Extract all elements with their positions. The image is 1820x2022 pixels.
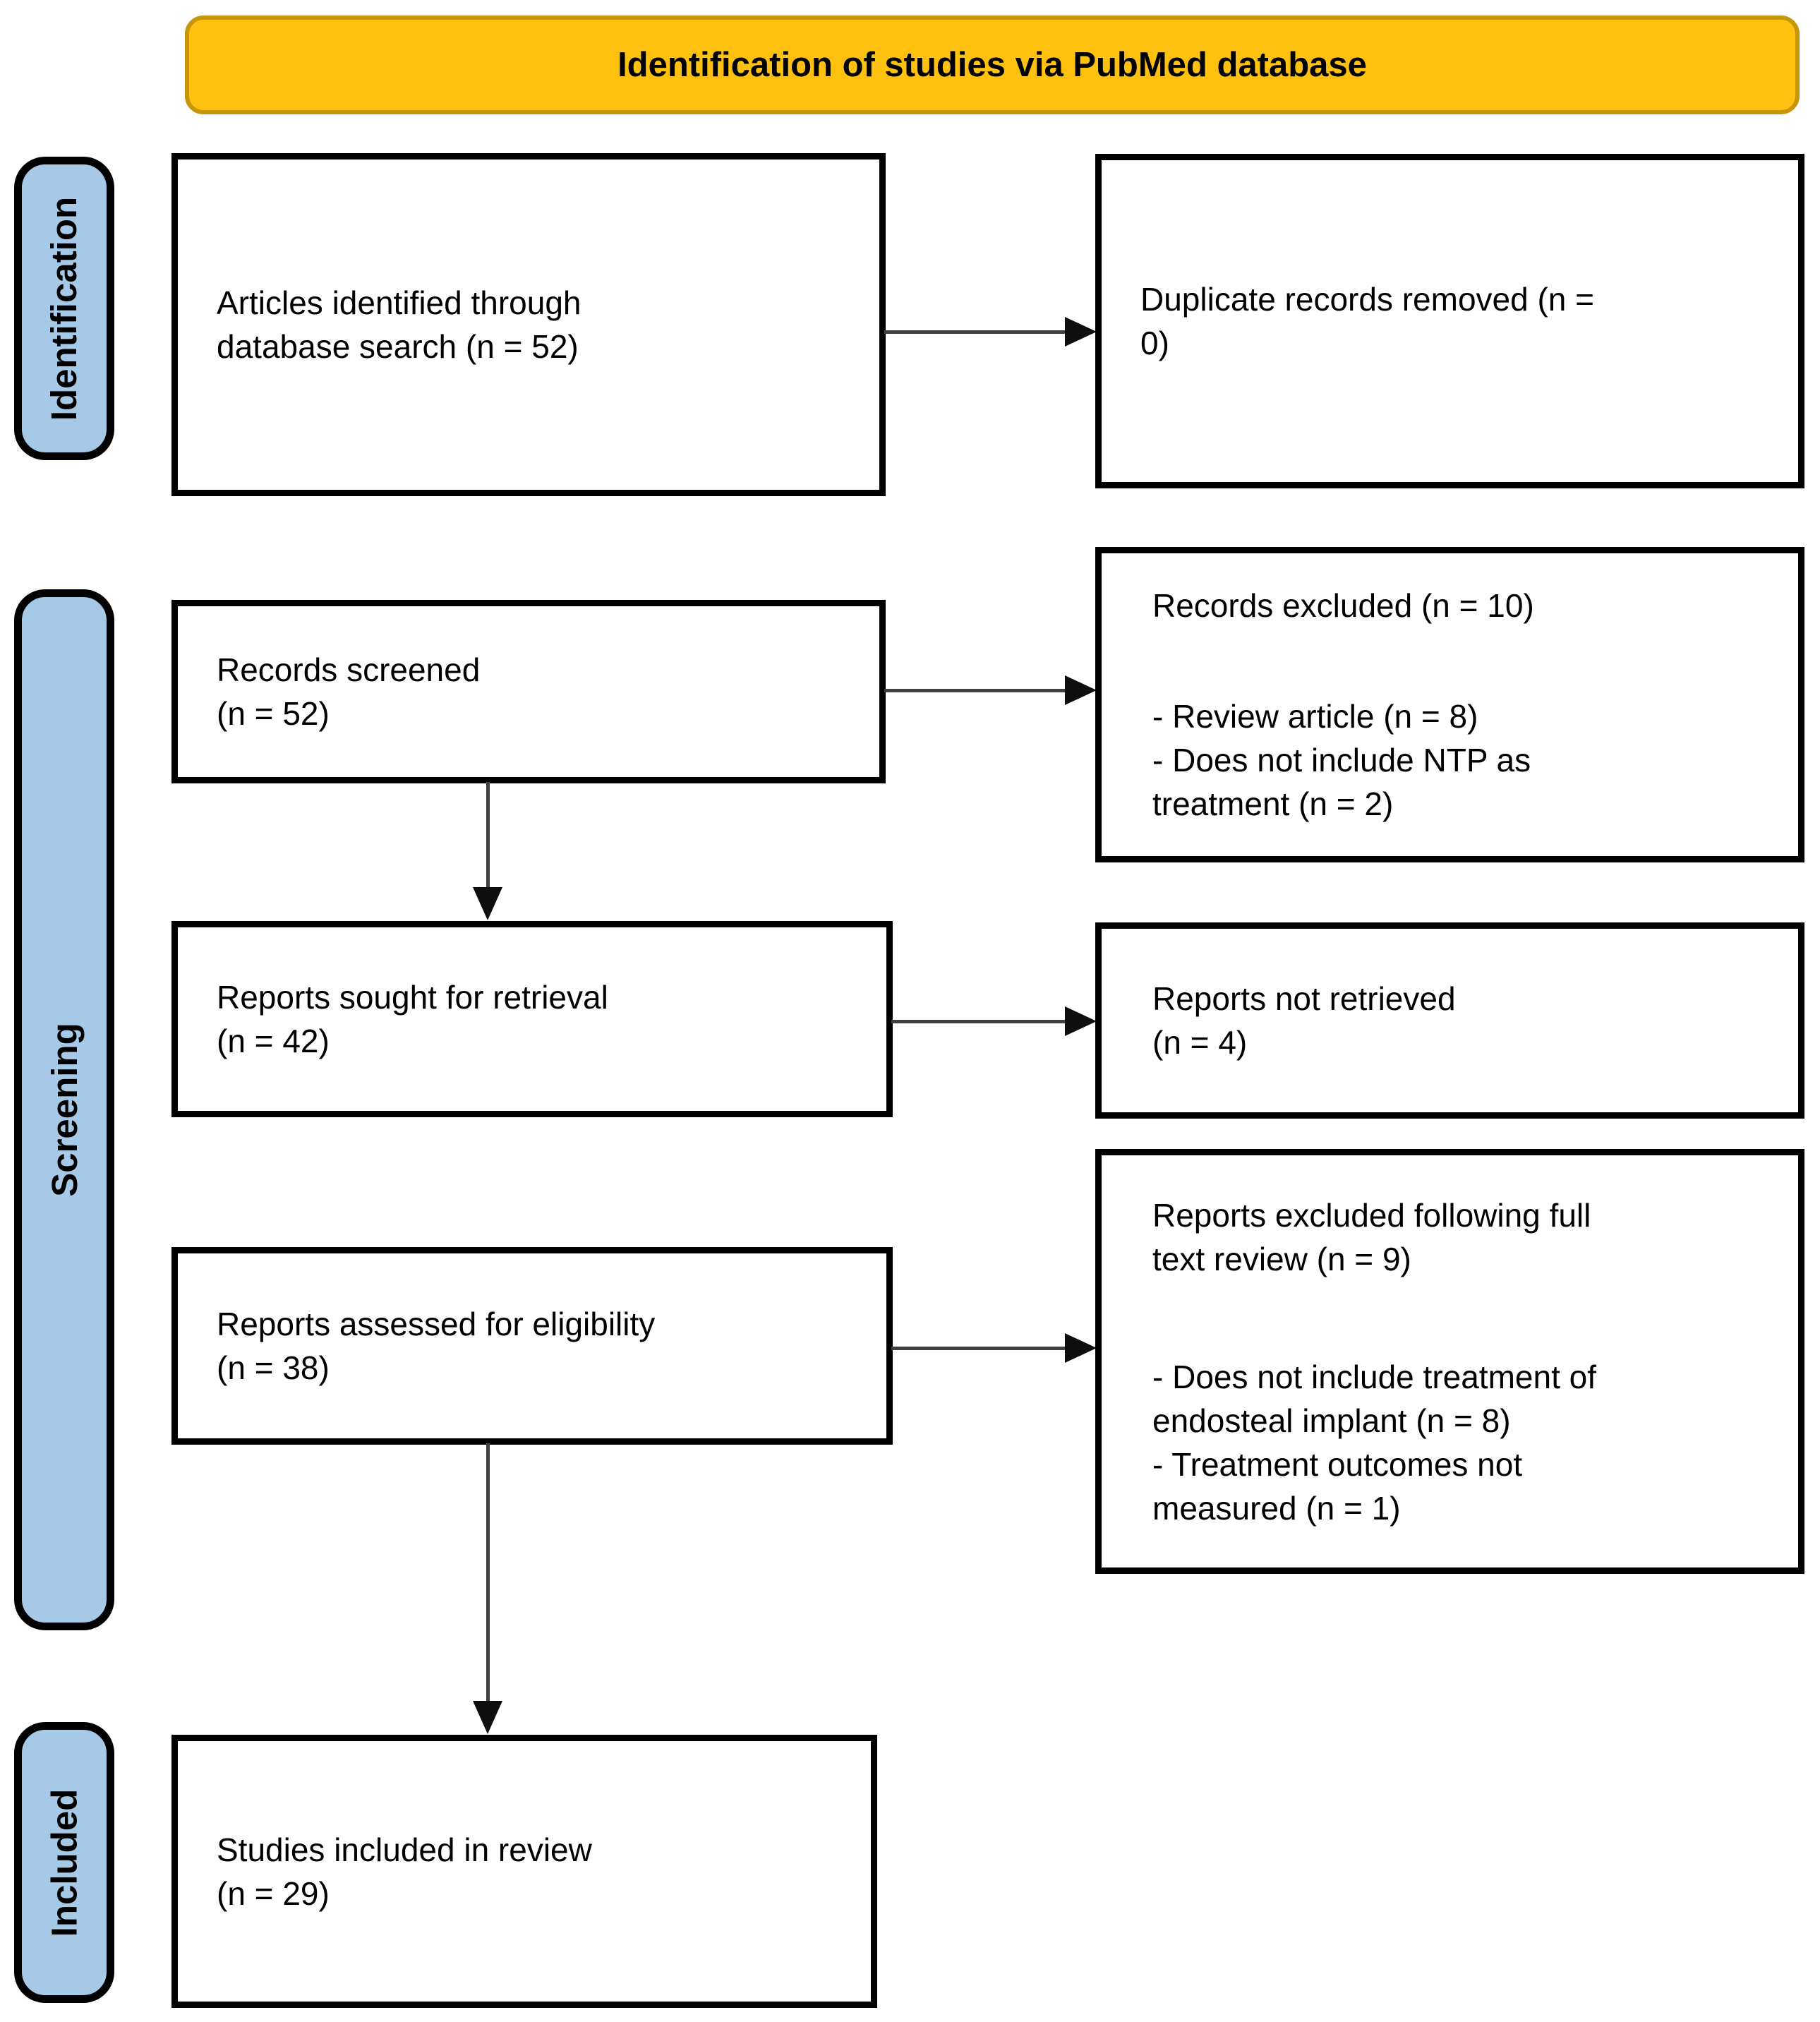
exclusion-reason-line: - Review article (n = 8) — [1152, 698, 1478, 735]
box-studies-included: Studies included in review (n = 29) — [171, 1735, 877, 2008]
box-reports-not-retrieved: Reports not retrieved (n = 4) — [1095, 922, 1804, 1119]
box-text-line: (n = 29) — [217, 1874, 330, 1912]
box-duplicates-removed: Duplicate records removed (n = 0) — [1095, 154, 1804, 488]
arrowhead-right-icon — [1065, 1006, 1097, 1036]
arrowhead-down-icon — [473, 887, 502, 920]
box-reports-assessed: Reports assessed for eligibility (n = 38… — [171, 1247, 893, 1445]
exclusion-reason-line: - Does not include NTP as — [1152, 742, 1531, 778]
arrow-line — [486, 1443, 490, 1703]
exclusion-reason-line: - Treatment outcomes not — [1152, 1445, 1523, 1483]
stage-label-included-text: Included — [44, 1788, 85, 1937]
box-text-line: database search (n = 52) — [217, 328, 579, 365]
box-text-line: (n = 52) — [217, 695, 330, 732]
box-title-line: Records excluded (n = 10) — [1152, 587, 1534, 624]
stage-label-screening: Screening — [14, 589, 114, 1630]
stage-label-identification-text: Identification — [44, 196, 85, 421]
exclusion-reason-line: measured (n = 1) — [1152, 1489, 1401, 1527]
arrowhead-right-icon — [1065, 1333, 1097, 1363]
box-reports-excluded: Reports excluded following full text rev… — [1095, 1149, 1804, 1574]
arrowhead-right-icon — [1065, 317, 1097, 347]
blank-line — [1152, 627, 1777, 694]
exclusion-reason-line: treatment (n = 2) — [1152, 786, 1394, 822]
box-records-excluded: Records excluded (n = 10) - Review artic… — [1095, 547, 1804, 862]
box-title-line: Reports excluded following full — [1152, 1196, 1591, 1234]
banner-title: Identification of studies via PubMed dat… — [617, 46, 1367, 84]
banner: Identification of studies via PubMed dat… — [185, 16, 1800, 114]
exclusion-reason-line: - Does not include treatment of — [1152, 1358, 1596, 1395]
arrowhead-right-icon — [1065, 675, 1097, 705]
box-reports-sought: Reports sought for retrieval (n = 42) — [171, 921, 893, 1117]
stage-label-identification: Identification — [14, 157, 114, 460]
stage-label-screening-text: Screening — [44, 1023, 85, 1197]
arrow-line — [884, 689, 1066, 692]
box-records-screened: Records screened (n = 52) — [171, 600, 886, 783]
arrow-line — [891, 1020, 1066, 1023]
exclusion-reason-line: endosteal implant (n = 8) — [1152, 1402, 1511, 1439]
arrow-line — [486, 782, 490, 889]
box-text-line: Reports not retrieved — [1152, 980, 1456, 1017]
box-title-line: text review (n = 9) — [1152, 1240, 1411, 1277]
box-text-line: (n = 4) — [1152, 1024, 1248, 1061]
blank-line — [1152, 1281, 1777, 1355]
box-articles-identified: Articles identified through database sea… — [171, 153, 886, 496]
arrow-line — [884, 330, 1066, 334]
box-text-line: Duplicate records removed (n = — [1140, 281, 1595, 318]
box-text-line: 0) — [1140, 325, 1169, 361]
box-text-line: Records screened — [217, 651, 481, 688]
arrowhead-down-icon — [473, 1701, 502, 1734]
box-text-line: (n = 42) — [217, 1023, 330, 1059]
arrow-line — [891, 1347, 1066, 1350]
box-text-line: Studies included in review — [217, 1831, 592, 1868]
box-text-line: Reports sought for retrieval — [217, 979, 608, 1016]
stage-label-included: Included — [14, 1722, 114, 2003]
box-text-line: (n = 38) — [217, 1349, 330, 1386]
box-text-line: Reports assessed for eligibility — [217, 1306, 656, 1342]
box-text-line: Articles identified through — [217, 284, 581, 321]
